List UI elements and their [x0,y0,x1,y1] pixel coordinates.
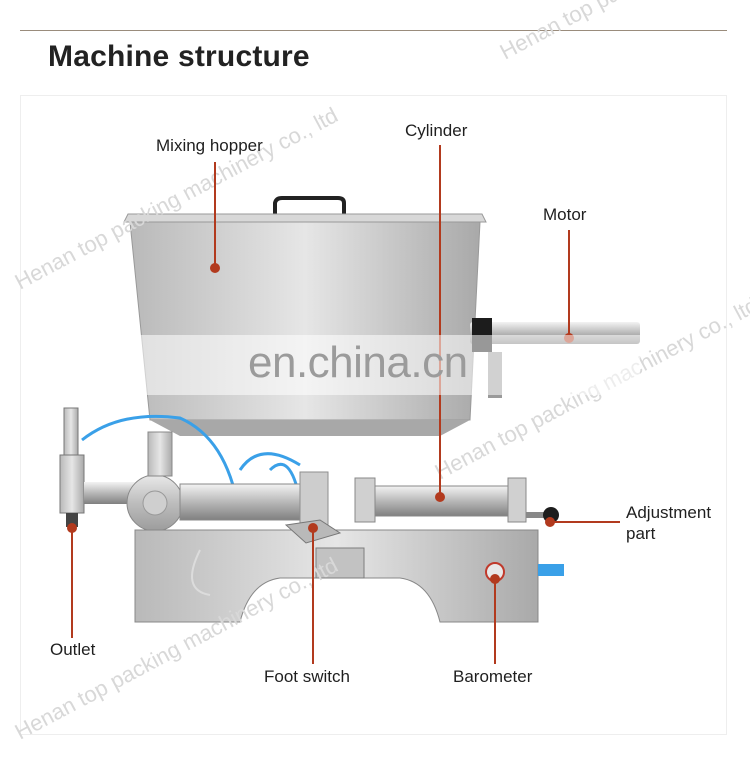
mixing-hopper-body [123,196,487,436]
label-adjustment-part: Adjustment part [626,503,712,543]
label-outlet: Outlet [50,640,96,659]
page-title: Machine structure [48,40,310,73]
callout-lines [67,145,620,664]
watermark-text: Henan top packing machinery co., ltd [496,0,750,64]
label-mixing-hopper: Mixing hopper [156,136,263,155]
label-barometer: Barometer [453,667,533,686]
label-motor: Motor [543,205,587,224]
label-cylinder: Cylinder [405,121,468,140]
machine-base [134,529,564,623]
top-divider [20,30,727,31]
label-foot-switch: Foot switch [264,667,350,686]
watermark-band [130,335,640,395]
brand-watermark: en.china.cn [248,338,468,387]
outlet-valve [59,407,144,527]
